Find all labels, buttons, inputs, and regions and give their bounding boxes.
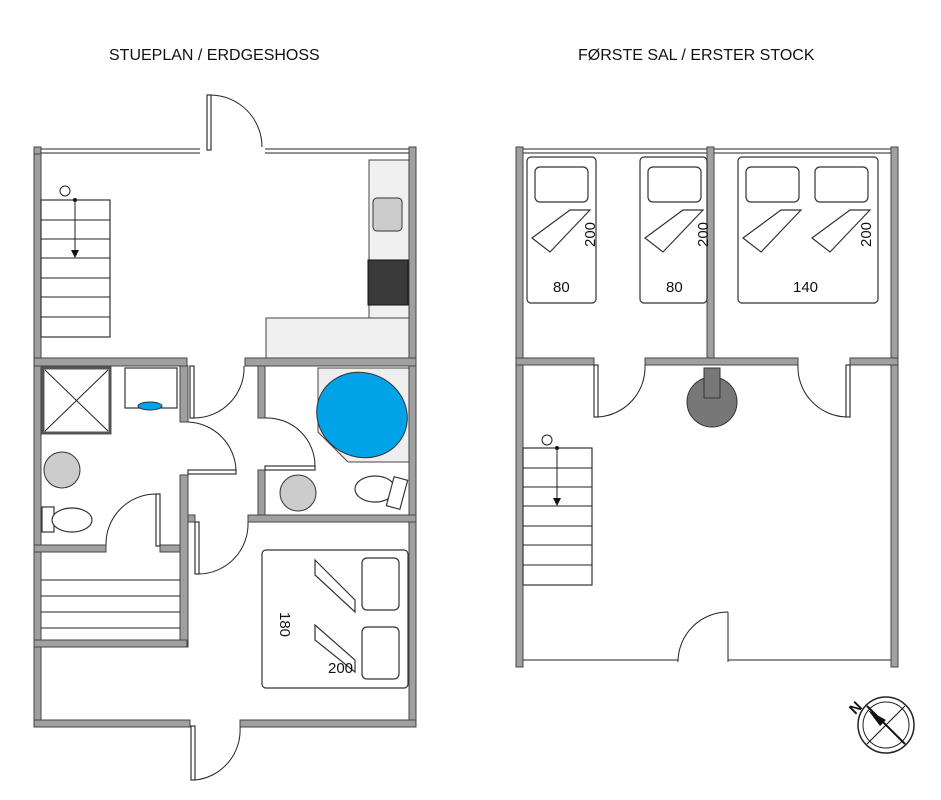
arrow-down-icon	[71, 250, 79, 258]
bed-width-label: 80	[666, 279, 683, 296]
wall-mid	[849, 357, 899, 366]
door-hall[interactable]	[189, 365, 245, 419]
wood-stove	[686, 367, 738, 428]
bed-width-label: 140	[793, 279, 818, 296]
stair-lower	[41, 579, 180, 629]
staircase	[40, 185, 111, 338]
shower	[41, 366, 112, 435]
basin	[43, 451, 81, 489]
wall-mid	[33, 357, 188, 367]
basin	[279, 474, 317, 512]
ground-floor-title: STUEPLAN / ERDGESHOSS	[109, 47, 320, 64]
door-balcony[interactable]	[677, 611, 729, 663]
wall-bottom	[239, 719, 417, 728]
door-bath[interactable]	[264, 417, 316, 471]
wall-wc	[159, 544, 181, 553]
wall-right	[408, 146, 417, 728]
single-bed: 80 200	[639, 156, 712, 304]
door-stair[interactable]	[105, 493, 161, 547]
bed-length-label: 200	[858, 222, 875, 247]
hob	[367, 259, 409, 306]
first-floor-title: FØRSTE SAL / ERSTER STOCK	[578, 47, 815, 64]
washer-drum	[137, 401, 163, 411]
wall-divider	[706, 146, 715, 359]
first-floor: 80 200 80 200 140 200	[515, 146, 899, 668]
wall-mid	[644, 357, 799, 366]
compass-icon: N	[846, 696, 915, 754]
bed-width-label: 80	[553, 279, 570, 296]
wall-wc	[33, 544, 107, 553]
wall-corridor	[179, 365, 189, 423]
double-bed: 140 200	[737, 156, 879, 304]
wall-mid	[244, 357, 417, 367]
wall-mid	[515, 357, 595, 366]
toilet	[41, 506, 93, 533]
bed-length-label: 200	[328, 660, 353, 677]
wall-bath	[257, 365, 266, 419]
wall-right	[890, 146, 899, 668]
wall-bottom	[33, 719, 191, 728]
arrow-down-icon	[553, 498, 561, 506]
door-bedroom-1[interactable]	[593, 364, 646, 418]
door-bedroom[interactable]	[194, 521, 249, 575]
bed-length-label: 200	[582, 222, 599, 247]
kitchen-peninsula	[265, 317, 410, 359]
door-bottom[interactable]	[190, 725, 241, 781]
staircase	[522, 434, 593, 586]
wall-bath	[257, 469, 266, 523]
wall-stair	[33, 639, 188, 648]
wall-corner	[33, 146, 42, 155]
wall-corridor	[179, 474, 189, 648]
wall-stub	[187, 514, 196, 523]
door-wc[interactable]	[187, 421, 237, 475]
wall-left	[515, 146, 524, 668]
bed-width-label: 180	[276, 612, 293, 637]
entrance-door-top[interactable]	[206, 94, 263, 151]
toilet	[354, 475, 409, 511]
bathtub	[316, 371, 408, 459]
kitchen-sink	[372, 197, 403, 232]
door-bedroom-2[interactable]	[797, 364, 851, 418]
single-bed: 80 200	[526, 156, 599, 304]
window-top	[41, 148, 409, 154]
bed-length-label: 200	[695, 222, 712, 247]
ground-floor: 200 180	[33, 94, 417, 781]
wall-bedroom	[247, 514, 417, 523]
double-bed: 200 180	[261, 549, 409, 689]
